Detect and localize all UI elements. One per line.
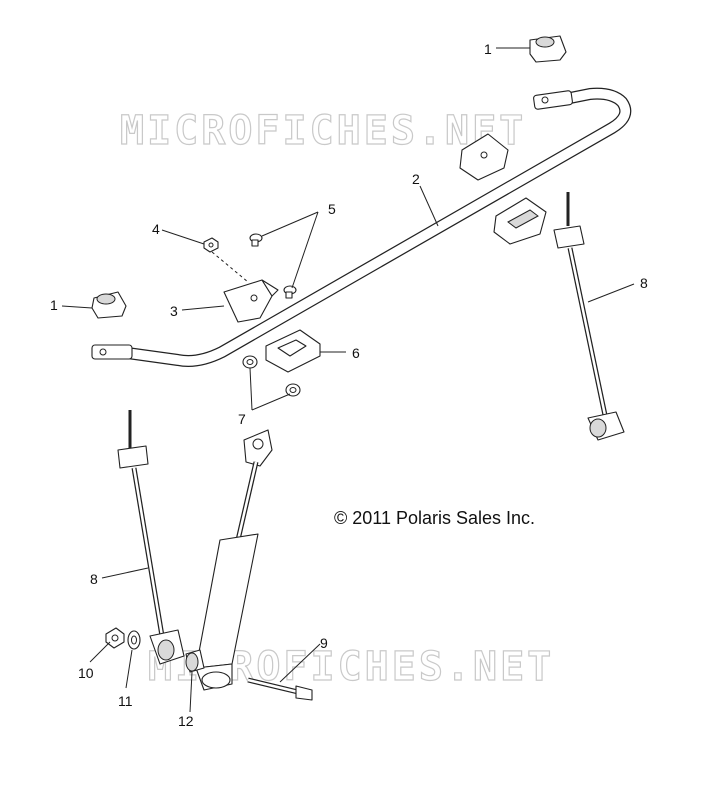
- callout-2: 2: [412, 171, 420, 187]
- washer-a: [242, 355, 258, 369]
- link-rod-left: [117, 410, 185, 665]
- clamp-block-right: [493, 197, 547, 245]
- callout-3: 3: [170, 303, 178, 319]
- callout-9: 9: [320, 635, 328, 651]
- washer-b: [285, 383, 301, 397]
- callout-10: 10: [78, 665, 94, 681]
- callout-12: 12: [178, 713, 194, 729]
- bushing-left: [91, 291, 127, 319]
- callout-4: 4: [152, 221, 160, 237]
- callout-1-left: 1: [50, 297, 58, 313]
- washer-11: [127, 630, 141, 650]
- watermark-top: MICROFICHES.NET: [120, 108, 526, 154]
- nut-small: [203, 237, 219, 253]
- callout-8-right: 8: [640, 275, 648, 291]
- leader-lines: [61, 47, 635, 713]
- link-rod-right: [553, 192, 625, 441]
- screw-a: [249, 233, 263, 247]
- shock-absorber: [195, 429, 273, 691]
- nut-10: [105, 627, 125, 649]
- callout-5: 5: [328, 201, 336, 217]
- callout-7: 7: [238, 411, 246, 427]
- clamp-block-upper: [459, 133, 509, 181]
- bracket: [223, 279, 279, 323]
- spacer-12: [185, 649, 205, 673]
- callout-6: 6: [352, 345, 360, 361]
- bolt: [247, 677, 313, 701]
- screw-b: [283, 285, 297, 299]
- bushing-top: [529, 35, 567, 63]
- callout-1-top: 1: [484, 41, 492, 57]
- copyright-notice: © 2011 Polaris Sales Inc.: [334, 508, 535, 528]
- stabilizer-bar: [91, 87, 632, 367]
- callout-8-left: 8: [90, 571, 98, 587]
- callout-11: 11: [118, 693, 133, 709]
- clamp-block-6: [265, 329, 321, 373]
